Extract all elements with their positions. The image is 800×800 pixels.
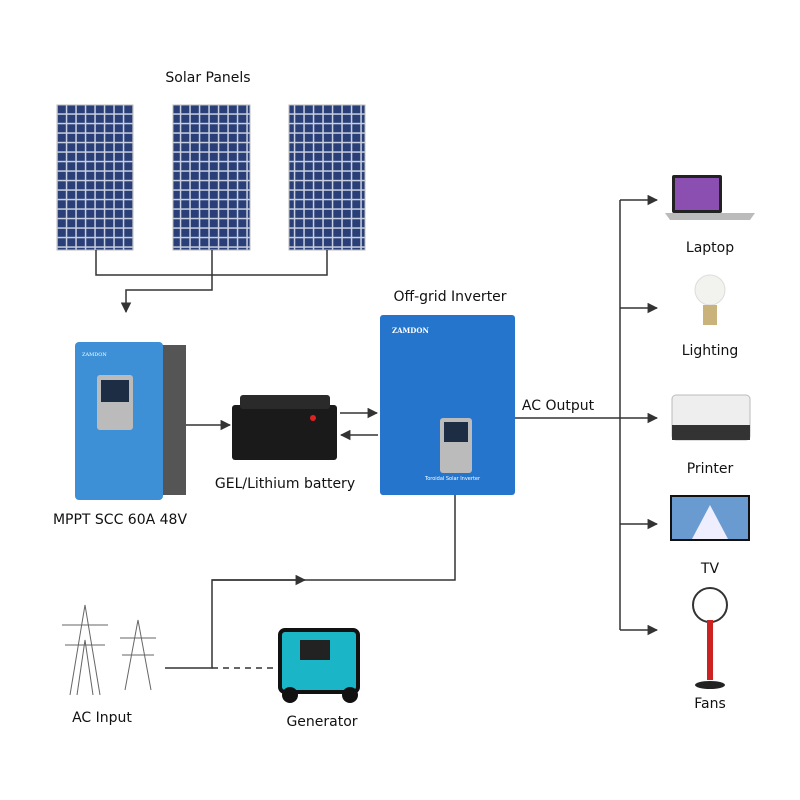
generator	[278, 628, 360, 703]
load-label-lighting: Lighting	[681, 343, 739, 359]
svg-text:ZAMDON: ZAMDON	[82, 352, 107, 358]
inverter-label: Off-grid Inverter	[393, 289, 507, 305]
svg-text:Toroidal Solar Inverter: Toroidal Solar Inverter	[424, 476, 481, 482]
load-label-printer: Printer	[686, 461, 734, 477]
load-label-fans: Fans	[694, 696, 726, 712]
solar-panels-label: Solar Panels	[165, 70, 251, 86]
off-grid-inverter: ZAMDON Toroidal Solar Inverter	[380, 315, 515, 495]
battery-label: GEL/Lithium battery	[214, 476, 356, 492]
printer	[671, 394, 751, 441]
tv	[670, 495, 750, 541]
battery	[232, 395, 337, 460]
laptop	[665, 175, 755, 220]
ac-output-label: AC Output	[521, 398, 595, 414]
solar-panels	[56, 104, 366, 251]
ac-input-label: AC Input	[72, 710, 132, 726]
light-bulb	[694, 274, 726, 325]
power-towers	[62, 604, 156, 696]
fan	[692, 587, 728, 689]
svg-text:ZAMDON: ZAMDON	[392, 326, 429, 335]
connection-lines	[95, 194, 659, 669]
generator-label: Generator	[286, 714, 358, 730]
load-label-tv: TV	[700, 561, 720, 577]
load-label-laptop: Laptop	[685, 240, 735, 256]
mppt-controller: ZAMDON	[75, 342, 186, 500]
controller-label: MPPT SCC 60A 48V	[52, 512, 188, 528]
